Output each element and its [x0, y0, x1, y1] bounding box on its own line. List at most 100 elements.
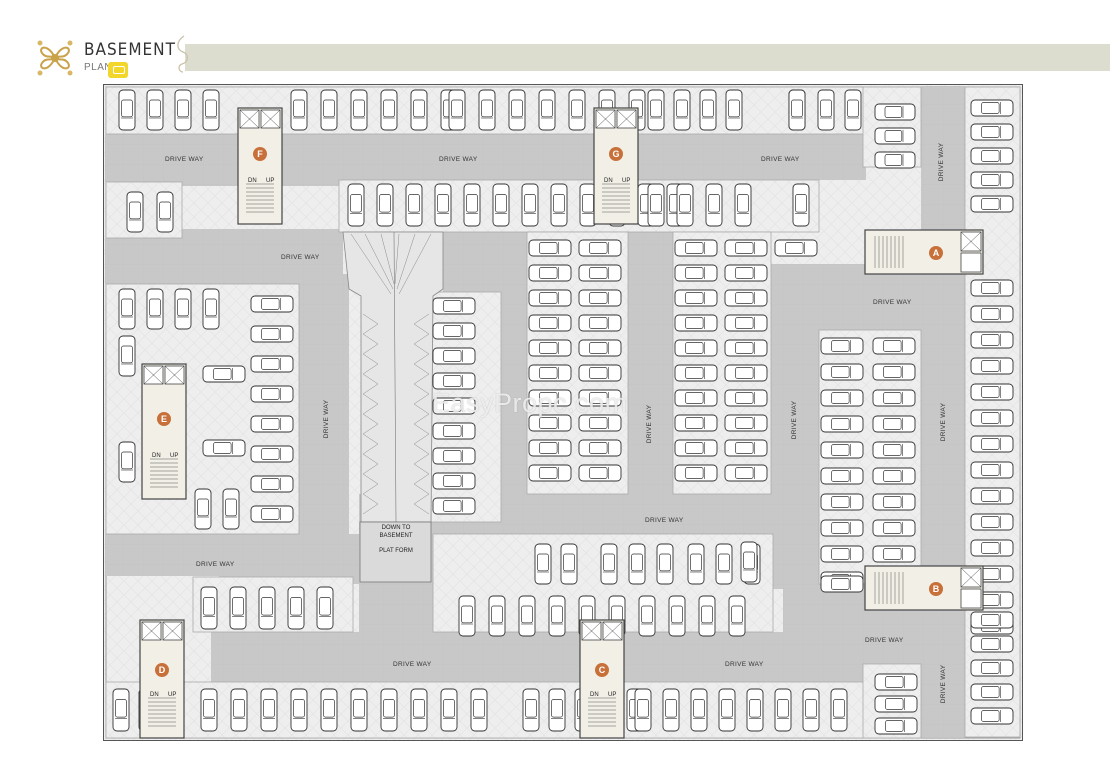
parked-car-icon: [578, 464, 622, 482]
ramp-label: DOWN TO: [382, 525, 411, 531]
parked-car-icon: [568, 89, 586, 131]
parked-car-icon: [970, 147, 1014, 165]
parked-car-icon: [316, 586, 334, 630]
parked-car-icon: [674, 364, 718, 382]
parked-car-icon: [112, 688, 130, 732]
parked-car-icon: [872, 363, 916, 381]
parked-car-icon: [202, 365, 246, 383]
parked-car-icon: [118, 335, 136, 377]
parked-car-icon: [488, 595, 506, 637]
parked-car-icon: [458, 595, 476, 637]
parked-car-icon: [528, 464, 572, 482]
parked-car-icon: [432, 297, 476, 315]
parked-car-icon: [970, 409, 1014, 427]
parked-car-icon: [200, 586, 218, 630]
parked-car-icon: [470, 688, 488, 732]
stair-core-b: B: [864, 565, 984, 611]
parked-car-icon: [200, 688, 218, 732]
driveway-label: DRIVE WAY: [940, 664, 947, 703]
parked-car-icon: [970, 461, 1014, 479]
parked-car-icon: [970, 611, 1014, 629]
parked-car-icon: [634, 688, 652, 732]
parked-car-icon: [202, 439, 246, 457]
parked-car-icon: [410, 89, 428, 131]
parked-car-icon: [432, 472, 476, 490]
parked-car-icon: [578, 364, 622, 382]
parked-car-icon: [724, 264, 768, 282]
parked-car-icon: [287, 586, 305, 630]
parked-car-icon: [250, 505, 294, 523]
svg-text:G: G: [612, 149, 619, 159]
parked-car-icon: [290, 688, 308, 732]
parked-car-icon: [970, 123, 1014, 141]
parked-car-icon: [432, 397, 476, 415]
parked-car-icon: [118, 89, 136, 131]
header-band: [185, 44, 1110, 71]
parked-car-icon: [674, 389, 718, 407]
parked-car-icon: [534, 543, 552, 585]
parked-car-icon: [718, 688, 736, 732]
parked-car-icon: [202, 89, 220, 131]
parked-car-icon: [230, 688, 248, 732]
svg-text:UP: UP: [168, 692, 176, 698]
parked-car-icon: [872, 441, 916, 459]
stair-core-a: A: [864, 229, 984, 275]
parked-car-icon: [118, 441, 136, 483]
page-title: BASEMENT: [84, 40, 176, 60]
parked-car-icon: [250, 415, 294, 433]
parked-car-icon: [820, 389, 864, 407]
driveway-label: DRIVE WAY: [439, 156, 478, 163]
parked-car-icon: [578, 289, 622, 307]
parked-car-icon: [817, 89, 835, 131]
driveway-label: DRIVE WAY: [645, 517, 684, 524]
parked-car-icon: [250, 295, 294, 313]
parked-car-icon: [578, 314, 622, 332]
parked-car-icon: [698, 595, 716, 637]
parked-car-icon: [734, 183, 752, 227]
parked-car-icon: [724, 414, 768, 432]
parked-car-icon: [578, 239, 622, 257]
parked-car-icon: [699, 89, 717, 131]
parked-car-icon: [970, 331, 1014, 349]
parked-car-icon: [970, 513, 1014, 531]
parked-car-icon: [548, 595, 566, 637]
parked-car-icon: [830, 688, 848, 732]
parked-car-icon: [126, 191, 144, 233]
parked-car-icon: [788, 89, 806, 131]
parked-car-icon: [820, 415, 864, 433]
parked-car-icon: [647, 183, 665, 227]
page-subtitle: PLAN: [84, 62, 113, 73]
parked-car-icon: [578, 264, 622, 282]
parked-car-icon: [724, 239, 768, 257]
parked-car-icon: [518, 595, 536, 637]
parked-car-icon: [432, 322, 476, 340]
parked-car-icon: [674, 414, 718, 432]
parked-car-icon: [970, 487, 1014, 505]
driveway-label: DRIVE WAY: [646, 404, 653, 443]
parked-car-icon: [970, 195, 1014, 213]
parked-car-icon: [774, 688, 792, 732]
parked-car-icon: [690, 688, 708, 732]
parked-car-icon: [174, 288, 192, 330]
parked-car-icon: [820, 493, 864, 511]
parked-car-icon: [674, 314, 718, 332]
driveway-label: DRIVE WAY: [393, 661, 432, 668]
parked-car-icon: [290, 89, 308, 131]
parked-car-icon: [872, 545, 916, 563]
parked-car-icon: [872, 389, 916, 407]
parked-car-icon: [724, 439, 768, 457]
parked-car-icon: [528, 239, 572, 257]
parked-car-icon: [674, 264, 718, 282]
parked-car-icon: [970, 383, 1014, 401]
parked-car-icon: [538, 89, 556, 131]
parked-car-icon: [774, 239, 818, 257]
parked-car-icon: [258, 586, 276, 630]
parked-car-icon: [380, 688, 398, 732]
parked-car-icon: [874, 103, 916, 121]
parked-car-icon: [820, 441, 864, 459]
svg-text:DN: DN: [152, 453, 161, 459]
parked-car-icon: [492, 183, 510, 227]
